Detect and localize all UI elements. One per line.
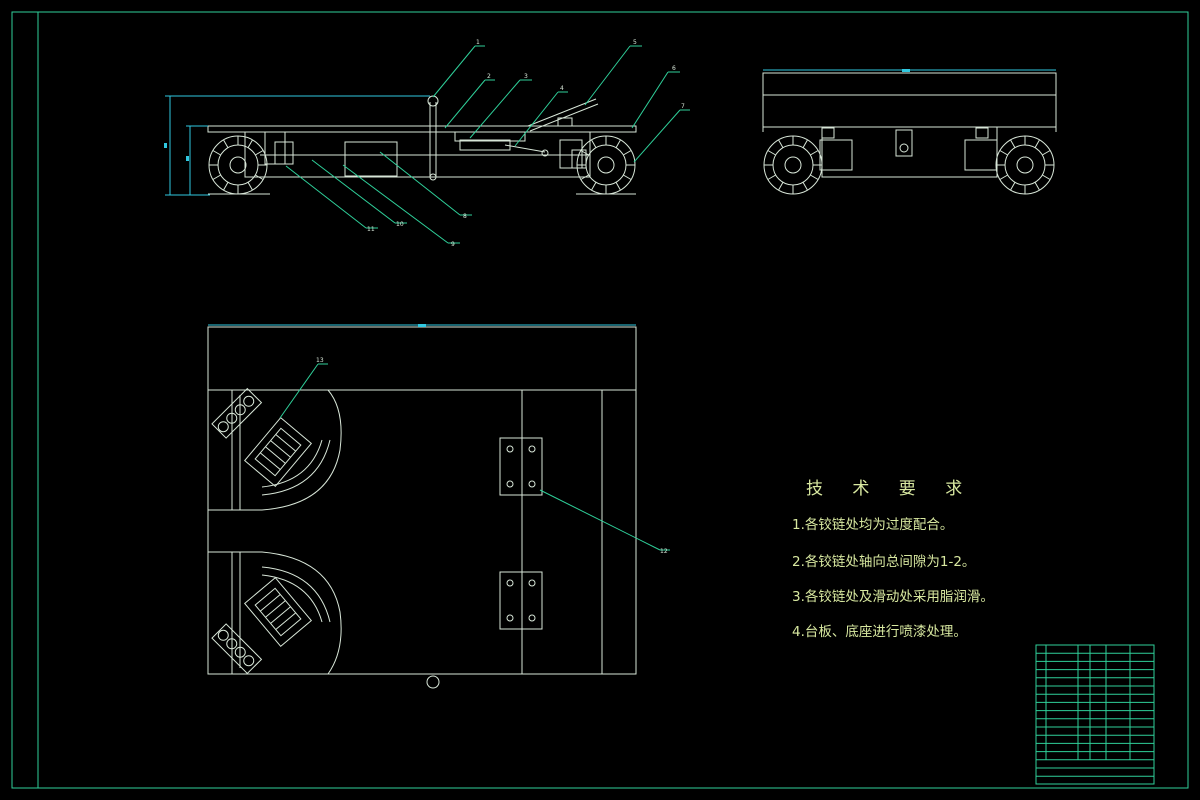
callout-12: 12 xyxy=(660,548,668,555)
callout-4: 4 xyxy=(560,85,564,92)
callout-3: 3 xyxy=(524,73,528,80)
plan-view-leaders xyxy=(279,363,670,551)
title-block xyxy=(1035,644,1155,785)
tech-item-4: 4.台板、底座进行喷漆处理。 xyxy=(792,624,967,640)
inner-border xyxy=(37,11,1189,789)
callout-1: 1 xyxy=(476,39,480,46)
tech-item-1: 1.各铰链处均为过度配合。 xyxy=(792,517,953,533)
side-view-leaders xyxy=(285,45,690,244)
callout-7: 7 xyxy=(681,103,685,110)
plan-view xyxy=(207,324,637,689)
callout-5: 5 xyxy=(633,39,637,46)
callout-labels: 1 2 3 4 5 6 7 8 9 10 11 12 13 xyxy=(316,39,685,555)
callout-8: 8 xyxy=(463,213,467,220)
callout-11: 11 xyxy=(367,226,375,233)
technical-requirements: 技 术 要 求 1.各铰链处均为过度配合。 2.各铰链处轴向总间隙为1-2。 3… xyxy=(792,479,994,640)
callout-2: 2 xyxy=(487,73,491,80)
callout-9: 9 xyxy=(451,241,455,248)
callout-13: 13 xyxy=(316,357,324,364)
tech-item-3: 3.各铰链处及滑动处采用脂润滑。 xyxy=(792,589,994,605)
callout-6: 6 xyxy=(672,65,676,72)
tech-item-2: 2.各铰链处轴向总间隙为1-2。 xyxy=(792,554,975,570)
tech-title: 技 术 要 求 xyxy=(806,479,974,499)
outer-border xyxy=(11,11,1189,789)
side-view xyxy=(164,95,637,196)
end-view xyxy=(762,69,1057,195)
callout-10: 10 xyxy=(396,221,404,228)
